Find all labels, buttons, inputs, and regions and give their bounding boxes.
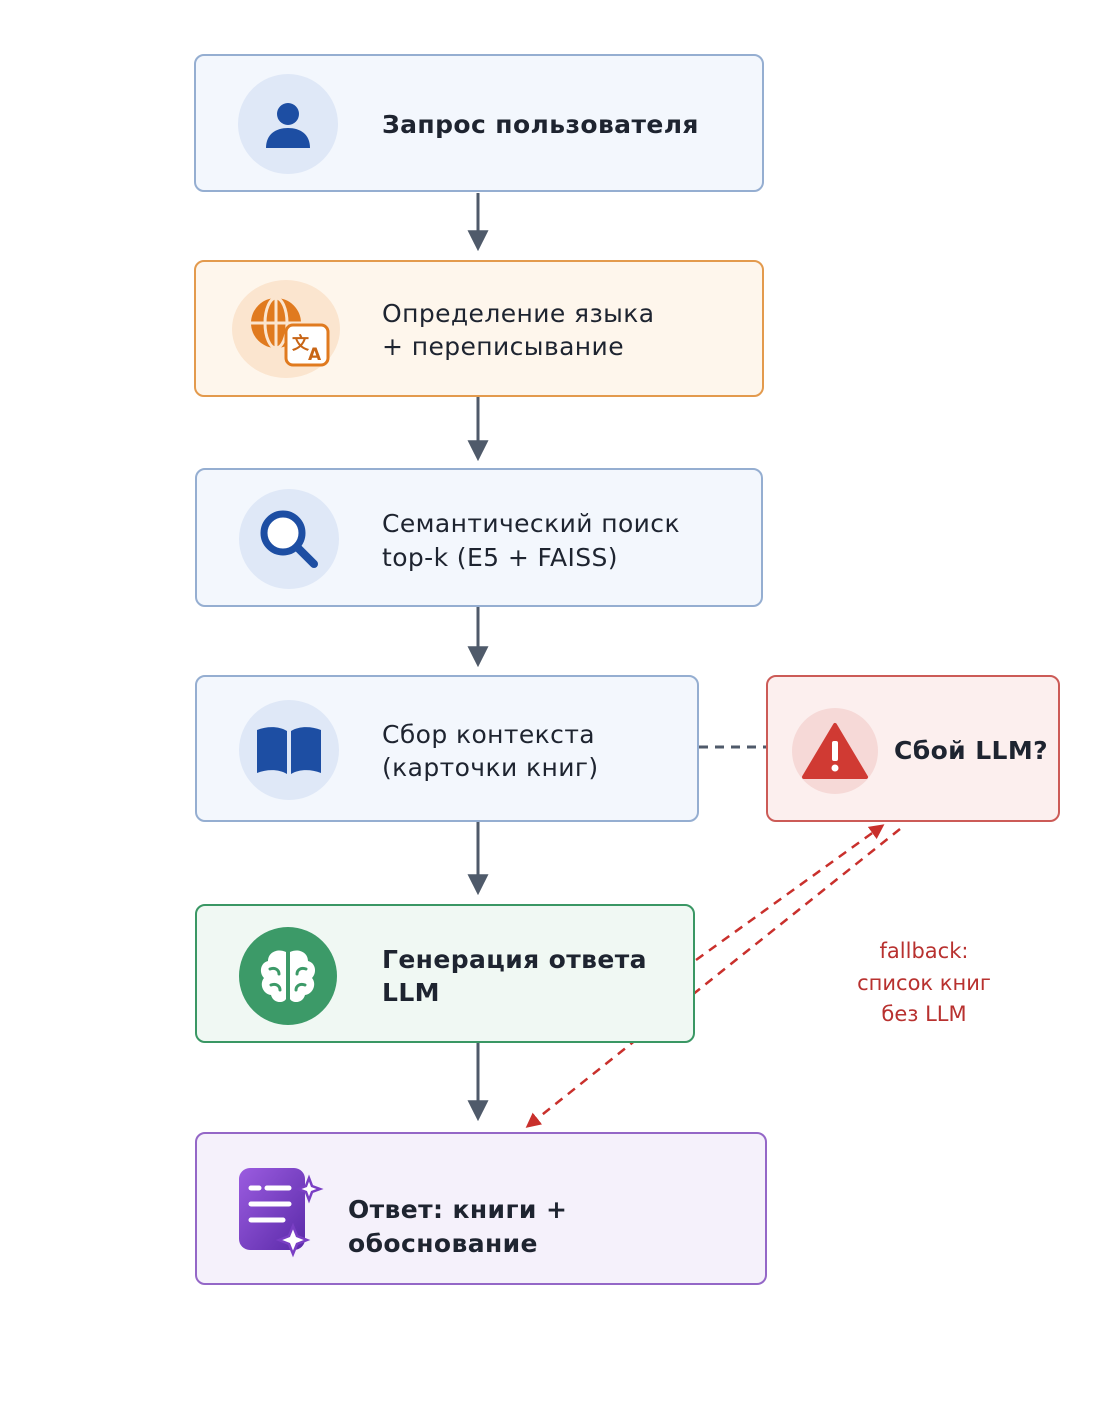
fallback-arrow-llm-to-failure (695, 824, 885, 962)
svg-text:A: A (308, 345, 322, 365)
node-context-assembly-line1: Сбор контекста (382, 720, 595, 749)
translate-globe-icon: 文 A (251, 296, 330, 367)
node-context-assembly: Сбор контекста (карточки книг) (195, 675, 699, 822)
node-context-assembly-line2: (карточки книг) (382, 753, 599, 782)
node-answer: Ответ: книги + обоснование (195, 1132, 767, 1285)
book-icon-badge (239, 700, 339, 800)
brain-icon (260, 950, 316, 1003)
node-semantic-search-line1: Семантический поиск (382, 509, 680, 538)
warning-icon-badge (792, 708, 878, 794)
document-sparkle-icon (239, 1168, 324, 1258)
node-llm-failure: Сбой LLM? (766, 675, 1060, 822)
node-semantic-search: Семантический поиск top-k (E5 + FAISS) (195, 468, 763, 607)
fallback-note-line2: список книг (857, 971, 991, 995)
user-icon (266, 103, 310, 148)
node-language-detection-line1: Определение языка (382, 299, 655, 328)
brain-icon-badge (239, 927, 337, 1025)
node-semantic-search-line2: top-k (E5 + FAISS) (382, 543, 618, 572)
node-llm-generation-line2: LLM (382, 978, 440, 1007)
node-llm-generation-line1: Генерация ответа (382, 945, 647, 974)
node-user-request-title: Запрос пользователя (382, 110, 699, 139)
node-user-request: Запрос пользователя (194, 54, 764, 192)
book-icon (257, 727, 321, 774)
node-answer-title: Ответ: книги + обоснование (348, 1195, 568, 1258)
search-icon (260, 510, 318, 568)
node-llm-generation: Генерация ответа LLM (195, 904, 695, 1043)
search-icon-badge (239, 489, 339, 589)
node-language-detection: 文 A Определение языка + переписывание (194, 260, 764, 397)
fallback-note-line1: fallback: (879, 939, 969, 963)
fallback-note-line3: без LLM (881, 1002, 967, 1026)
translate-icon-badge: 文 A (232, 280, 340, 378)
warning-icon (802, 723, 868, 779)
node-llm-failure-title: Сбой LLM? (894, 736, 1049, 765)
svg-text:文: 文 (292, 333, 310, 354)
document-sparkle-icon-wrapper (235, 1164, 325, 1258)
node-language-detection-line2: + переписывание (382, 332, 624, 361)
user-icon-badge (238, 74, 338, 174)
